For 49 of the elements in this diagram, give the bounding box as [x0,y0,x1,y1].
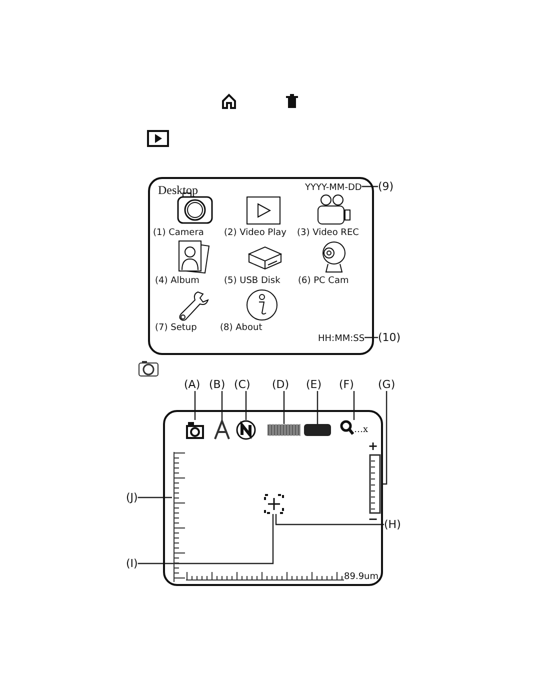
screen-title: Desktop [158,183,198,198]
leader-line [194,391,196,420]
menu-label: (4) Album [155,276,200,286]
callout-label: (E) [306,378,322,391]
leader-line [381,391,388,485]
callout-label: (B) [209,378,226,391]
zoom-sign: + [368,439,378,453]
leader-line [364,336,378,338]
leader-line [316,391,318,424]
menu-label: (8) About [220,323,262,333]
zoom-sign: − [368,512,378,526]
callout-label: (10) [378,331,401,344]
zoom-slider [369,454,381,514]
level-bar [267,424,301,436]
battery-icon [304,424,331,436]
letter-icon [212,420,232,440]
zoom-factor: …x [354,425,368,435]
scale-value: 89.9um [344,572,379,582]
viewfinder-frame [163,410,383,586]
leader-line [138,496,172,498]
callout-label: (F) [339,378,354,391]
menu-label: (1) Camera [153,228,204,238]
ruler-scale [172,452,186,582]
status-text: YYYY-MM-DD [305,183,362,193]
leader-line [353,391,355,420]
callout-label: (G) [378,378,396,391]
status-text: HH:MM:SS [318,334,365,344]
menu-label: (3) Video REC [297,228,359,238]
callout-label: (D) [272,378,290,391]
leader-line [138,514,274,564]
letter-icon [236,420,256,440]
leader-line [283,391,285,424]
callout-label: (J) [126,491,138,504]
leader-line [362,186,378,188]
callout-label: (H) [384,518,401,531]
callout-label: (A) [184,378,200,391]
callout-label: (C) [234,378,250,391]
menu-label: (6) PC Cam [298,276,349,286]
menu-label: (5) USB Disk [224,276,280,286]
leader-line [221,391,223,420]
crosshair-icon [264,494,284,514]
leader-line [245,391,247,420]
callout-label: (9) [378,180,394,193]
camera-icon [185,420,205,440]
callout-label: (I) [126,557,138,570]
leader-line [275,514,384,526]
screen-frame [148,177,374,355]
menu-label: (7) Setup [155,323,197,333]
menu-label: (2) Video Play [224,228,286,238]
